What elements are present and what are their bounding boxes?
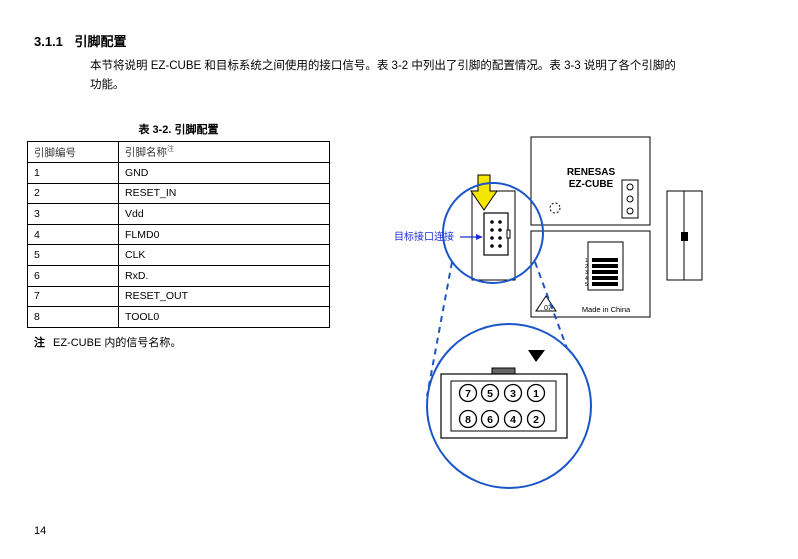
led-indicator	[549, 202, 561, 214]
header-pin	[626, 195, 634, 203]
pin-number: 6	[487, 414, 493, 426]
side-switch	[681, 232, 688, 241]
header-pin	[626, 183, 634, 191]
section-heading: 3.1.1 引脚配置	[34, 31, 127, 50]
header-pin-no: 引脚编号	[27, 141, 119, 163]
connector-pin-dot	[498, 236, 502, 240]
zoom-source-circle	[442, 182, 544, 284]
dip-switch-lever	[592, 258, 618, 262]
connector-pin-dot	[498, 244, 502, 248]
header-note-mark: 注	[167, 146, 174, 154]
three-pin-header	[621, 179, 639, 219]
table-caption: 表 3-2. 引脚配置	[138, 124, 219, 136]
device-model: EZ-CUBE	[569, 179, 614, 190]
connector-pin	[503, 383, 523, 403]
dip-switch-lever	[592, 276, 618, 280]
pin-number: 5	[487, 388, 493, 400]
dip-switch-lever	[592, 282, 618, 286]
connector-pin-dot	[498, 228, 502, 232]
target-connector	[483, 212, 509, 256]
header-pin-name-text: 引脚名称	[125, 146, 167, 159]
dip-label: 4	[585, 276, 588, 282]
pin-number: 3	[510, 388, 516, 400]
connector-pin-dot	[490, 220, 494, 224]
header-pin-name: 引脚名称注	[118, 141, 330, 163]
dip-label: 5	[585, 282, 588, 288]
connector-pin	[458, 409, 478, 429]
pin-number: 4	[510, 414, 516, 426]
pin1-indicator-triangle-icon	[528, 350, 545, 362]
connector-pin-dot	[490, 228, 494, 232]
page-number: 14	[34, 525, 47, 537]
pin-number: 1	[533, 388, 539, 400]
yellow-down-arrow-icon	[470, 174, 498, 211]
connector-pin	[503, 409, 523, 429]
dip-switch-lever	[592, 264, 618, 268]
intro-paragraph: 本节将说明 EZ-CUBE 和目标系统之间使用的接口信号。表 3-2 中列出了引…	[90, 60, 676, 91]
zoom-line-right	[534, 261, 589, 406]
pin-name: RxD.	[118, 264, 330, 287]
connector-pin-dot	[498, 220, 502, 224]
made-in-label: Made in China	[582, 305, 631, 314]
table-header-row: 引脚编号 引脚名称注	[27, 141, 330, 163]
connector-pin-dot	[490, 244, 494, 248]
mark-07: 07	[544, 305, 552, 312]
note-text: EZ-CUBE 内的信号名称。	[53, 337, 182, 349]
section-number: 3.1.1	[34, 34, 63, 49]
section-title: 引脚配置	[74, 34, 127, 49]
connector-pin-dot	[490, 236, 494, 240]
note-mark: 注	[34, 337, 45, 349]
connector-label: 目标接口连接	[394, 230, 454, 243]
connector-pin-row-top: 7 5 3 1	[458, 383, 546, 403]
connector-pin	[480, 409, 500, 429]
pin-name: TOOL0	[118, 306, 330, 328]
label-pointer-arrow-icon	[476, 234, 483, 240]
dip-switch-lever	[592, 270, 618, 274]
pin-number: 2	[533, 414, 539, 426]
dip-label: 1	[585, 258, 588, 264]
connector-key-notch	[506, 229, 511, 239]
pin-name: GND	[118, 162, 330, 184]
zoom-line-left	[426, 261, 453, 397]
connector-pin	[526, 383, 546, 403]
connector-pin-row-bottom: 8 6 4 2	[458, 409, 546, 429]
pin-number: 8	[465, 414, 471, 426]
pin-number: 7	[465, 388, 471, 400]
connector-pin	[458, 383, 478, 403]
table-note: 注 EZ-CUBE 内的信号名称。	[34, 334, 181, 350]
dip-label: 2	[585, 264, 588, 270]
dip-label: 3	[585, 270, 588, 276]
connector-pin	[526, 409, 546, 429]
header-pin	[626, 207, 634, 215]
connector-pin	[480, 383, 500, 403]
device-brand: RENESAS	[567, 167, 616, 178]
